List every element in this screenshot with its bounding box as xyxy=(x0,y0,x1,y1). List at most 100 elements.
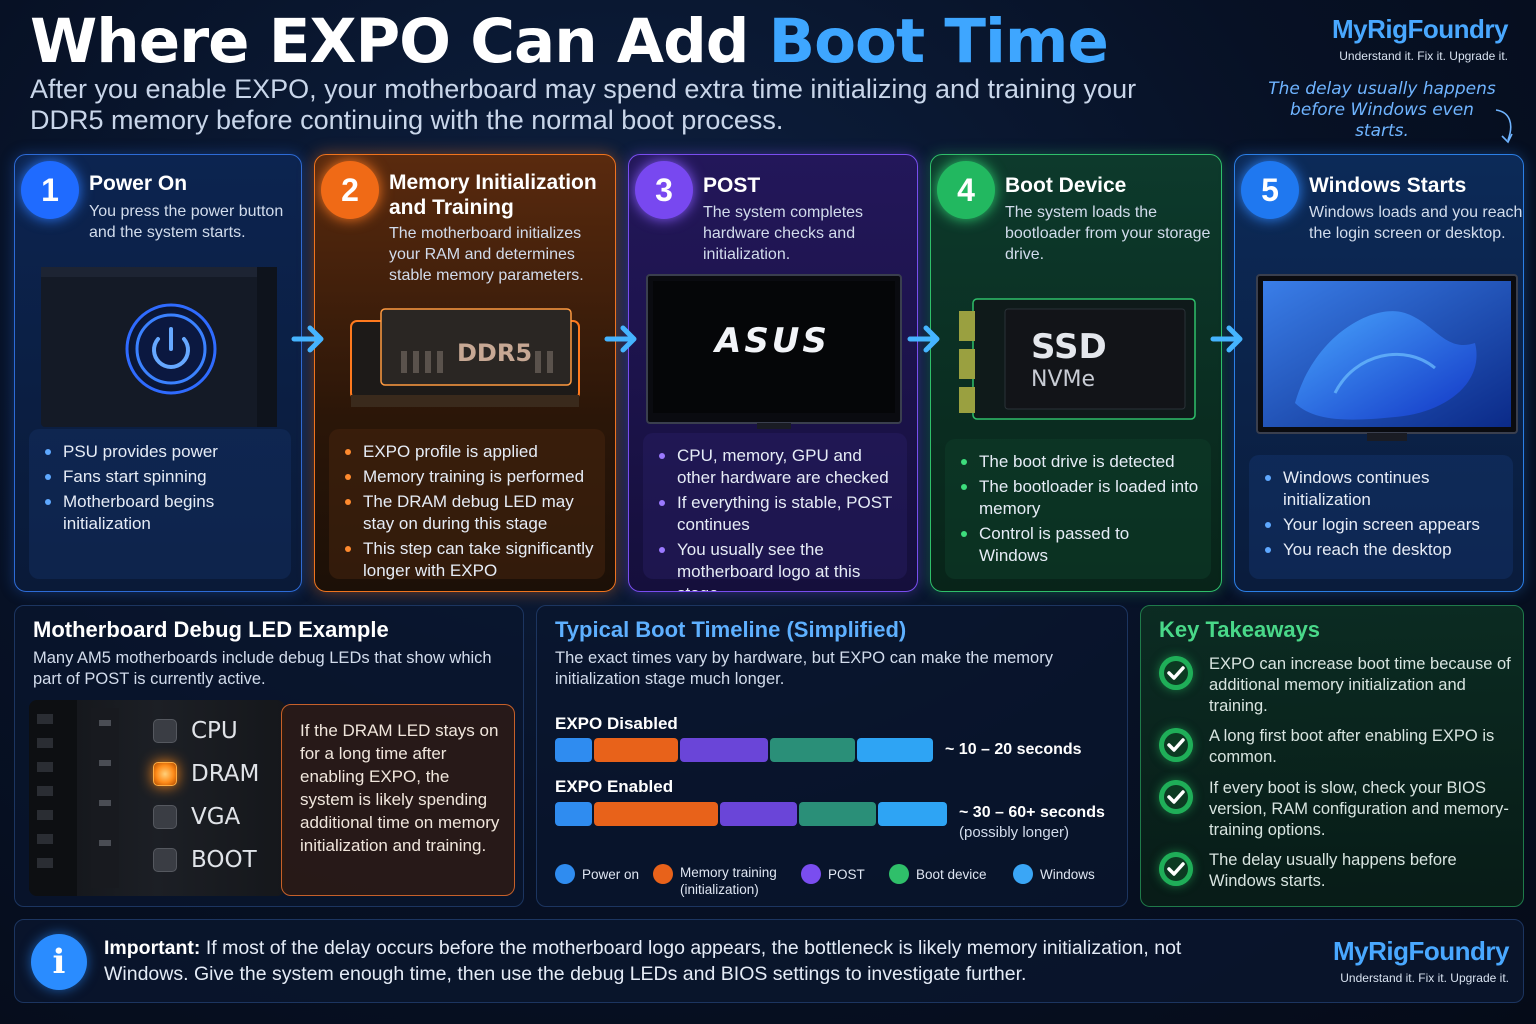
led-label: VGA xyxy=(191,804,241,830)
legend-dot xyxy=(653,864,673,884)
arrow-right-icon xyxy=(604,325,637,353)
timeline-segment xyxy=(594,802,719,826)
step-description: Windows loads and you reach the login sc… xyxy=(1309,204,1523,242)
bullet-item: The boot drive is detected xyxy=(961,451,1201,473)
step-bullets: PSU provides power Fans start spinning M… xyxy=(29,429,291,579)
step-number: 4 xyxy=(937,161,995,219)
important-body: If most of the delay occurs before the m… xyxy=(104,937,1182,985)
step-bullets: EXPO profile is applied Memory training … xyxy=(329,429,605,582)
step-card-boot-device: 4 Boot Device The system loads the bootl… xyxy=(930,154,1222,592)
brand-name: MyRigFoundry xyxy=(1332,14,1509,44)
timeline-bar-expo-disabled xyxy=(555,738,935,762)
step-number: 5 xyxy=(1241,161,1299,219)
takeaway-text: The delay usually happens before Windows… xyxy=(1209,851,1457,890)
led-indicator xyxy=(153,805,177,829)
legend-label: Memory training (initialization) xyxy=(680,865,777,897)
bullet-item: If everything is stable, POST continues xyxy=(659,492,897,536)
step-card-windows-starts: 5 Windows Starts Windows loads and you r… xyxy=(1234,154,1524,592)
timeline-segment xyxy=(555,738,593,762)
timeline-segment xyxy=(799,802,877,826)
bullet-item: Your login screen appears xyxy=(1265,514,1503,536)
brand-logo-bottom[interactable]: MyRigFoundry Understand it. Fix it. Upgr… xyxy=(1333,936,1510,985)
debug-panel-title: Motherboard Debug LED Example xyxy=(33,617,389,642)
checkmark-icon xyxy=(1159,852,1193,886)
bullet-item: EXPO profile is applied xyxy=(345,441,595,463)
timeline-bar-expo-enabled xyxy=(555,802,949,826)
info-icon: i xyxy=(31,934,87,990)
monitor-windows-desktop-icon xyxy=(1256,274,1518,441)
page-title: Where EXPO Can Add Boot Time xyxy=(30,6,1109,77)
bullet-item: The DRAM debug LED may stay on during th… xyxy=(345,491,595,535)
led-row-vga: VGA xyxy=(153,804,240,830)
timeline-segment xyxy=(878,802,947,826)
bullet-item: Control is passed to Windows xyxy=(961,523,1201,567)
ssd-label: SSD xyxy=(1031,327,1107,367)
timeline-time: ~ 30 – 60+ seconds xyxy=(959,804,1105,821)
led-label: BOOT xyxy=(191,847,257,873)
important-notice-bar: i Important: If most of the delay occurs… xyxy=(14,919,1524,1003)
timeline-segment xyxy=(770,738,855,762)
legend-boot-device: Boot device xyxy=(889,864,987,884)
step-description: The system completes hardware checks and… xyxy=(703,204,864,263)
legend-dot xyxy=(801,864,821,884)
page-subtitle: After you enable EXPO, your motherboard … xyxy=(30,74,1137,135)
led-row-dram: DRAM xyxy=(153,761,259,787)
timeline-time: ~ 10 – 20 seconds xyxy=(945,741,1082,758)
debug-panel-description: Many AM5 motherboards include debug LEDs… xyxy=(33,649,492,688)
timeline-segment xyxy=(680,738,769,762)
step-card-power-on: 1 Power On You press the power button an… xyxy=(14,154,302,592)
legend-label: Boot device xyxy=(916,867,987,882)
nvme-label: NVMe xyxy=(1031,367,1096,392)
ram-label: DDR5 xyxy=(457,339,533,367)
checkmark-icon xyxy=(1159,780,1193,814)
bullet-item: Windows continues initialization xyxy=(1265,467,1503,511)
timeline-row-label: EXPO Disabled xyxy=(555,714,678,733)
legend-dot xyxy=(555,864,575,884)
boot-timeline-panel: Typical Boot Timeline (Simplified) The e… xyxy=(536,605,1128,907)
important-text: Important: If most of the delay occurs b… xyxy=(104,935,1184,987)
step-card-memory-training: 2 Memory Initialization and Training The… xyxy=(314,154,616,592)
brand-tagline: Understand it. Fix it. Upgrade it. xyxy=(1339,49,1508,63)
legend-windows: Windows xyxy=(1013,864,1095,884)
legend-label: Power on xyxy=(582,867,640,882)
pc-case-power-button-icon xyxy=(41,267,277,427)
timeline-row-label: EXPO Enabled xyxy=(555,777,674,796)
legend-label: POST xyxy=(828,867,865,882)
legend-memory-training: Memory training (initialization) xyxy=(653,864,792,898)
arrow-right-icon xyxy=(907,325,940,353)
arrow-right-icon xyxy=(1210,325,1243,353)
timeline-time-note: (possibly longer) xyxy=(959,824,1070,841)
timeline-title: Typical Boot Timeline (Simplified) xyxy=(555,617,907,642)
motherboard-debug-led-image: CPU DRAM VGA BOOT xyxy=(29,700,285,896)
step-description: The system loads the bootloader from you… xyxy=(1005,204,1211,263)
step-title: Memory Initialization and Training xyxy=(389,171,597,219)
dram-led-callout: If the DRAM LED stays on for a long time… xyxy=(281,704,515,896)
title-main: Where EXPO Can Add xyxy=(30,6,769,77)
step-bullets: Windows continues initialization Your lo… xyxy=(1249,455,1513,579)
important-lead: Important: xyxy=(104,937,201,959)
timeline-segment xyxy=(555,802,593,826)
step-title: POST xyxy=(703,174,761,197)
motherboard-circuit-icon xyxy=(29,700,119,896)
step-number: 3 xyxy=(635,161,693,219)
led-indicator-lit xyxy=(153,762,177,786)
led-row-cpu: CPU xyxy=(153,718,238,744)
bullet-item: You usually see the motherboard logo at … xyxy=(659,539,897,591)
checkmark-icon xyxy=(1159,728,1193,762)
bullet-item: The bootloader is loaded into memory xyxy=(961,476,1201,520)
bullet-item: This step can take significantly longer … xyxy=(345,538,595,582)
step-card-post: 3 POST The system completes hardware che… xyxy=(628,154,918,592)
step-description: You press the power button and the syste… xyxy=(89,203,284,241)
legend-label: Windows xyxy=(1040,867,1095,882)
brand-logo-top[interactable]: MyRigFoundry Understand it. Fix it. Upgr… xyxy=(1332,14,1509,63)
bullet-item: PSU provides power xyxy=(45,441,281,463)
bullet-item: Motherboard begins initialization xyxy=(45,491,281,535)
legend-dot xyxy=(889,864,909,884)
debug-led-panel: Motherboard Debug LED Example Many AM5 m… xyxy=(14,605,524,907)
timeline-segment xyxy=(594,738,679,762)
brand-name: MyRigFoundry xyxy=(1333,936,1510,966)
delay-note: The delay usually happens before Windows… xyxy=(1268,79,1496,141)
bullet-item: You reach the desktop xyxy=(1265,539,1503,561)
step-number: 1 xyxy=(21,161,79,219)
takeaways-title: Key Takeaways xyxy=(1159,617,1321,642)
